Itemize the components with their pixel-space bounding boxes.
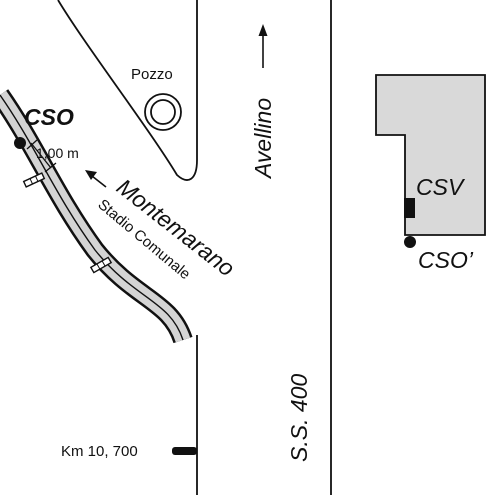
pozzo-label: Pozzo bbox=[131, 66, 173, 83]
cso-label: CSO bbox=[24, 104, 74, 130]
montemarano-arrow-icon bbox=[85, 170, 107, 188]
building bbox=[375, 74, 486, 236]
pipe-joint bbox=[22, 172, 46, 188]
km-label: Km 10, 700 bbox=[61, 443, 138, 460]
road-ss400 bbox=[196, 0, 332, 495]
island-outline bbox=[57, 0, 198, 181]
pipe-joint bbox=[89, 256, 113, 274]
avellino-label: Avellino bbox=[250, 98, 276, 180]
well-icon bbox=[144, 93, 182, 131]
pipe-centerline bbox=[0, 94, 184, 341]
cso-prime-label: CSO’ bbox=[418, 247, 474, 273]
csv-chamber-icon bbox=[404, 198, 415, 218]
cso-prime-marker-icon bbox=[404, 236, 416, 248]
distance-marker bbox=[26, 139, 57, 173]
distance-label: 1,00 m bbox=[36, 145, 79, 161]
km-marker-icon bbox=[172, 447, 197, 455]
sewer-pipe bbox=[0, 89, 193, 344]
csv-label: CSV bbox=[416, 174, 466, 200]
cso-marker-icon bbox=[14, 137, 26, 149]
avellino-arrow-icon bbox=[258, 24, 268, 68]
road-label: S.S. 400 bbox=[286, 374, 312, 462]
